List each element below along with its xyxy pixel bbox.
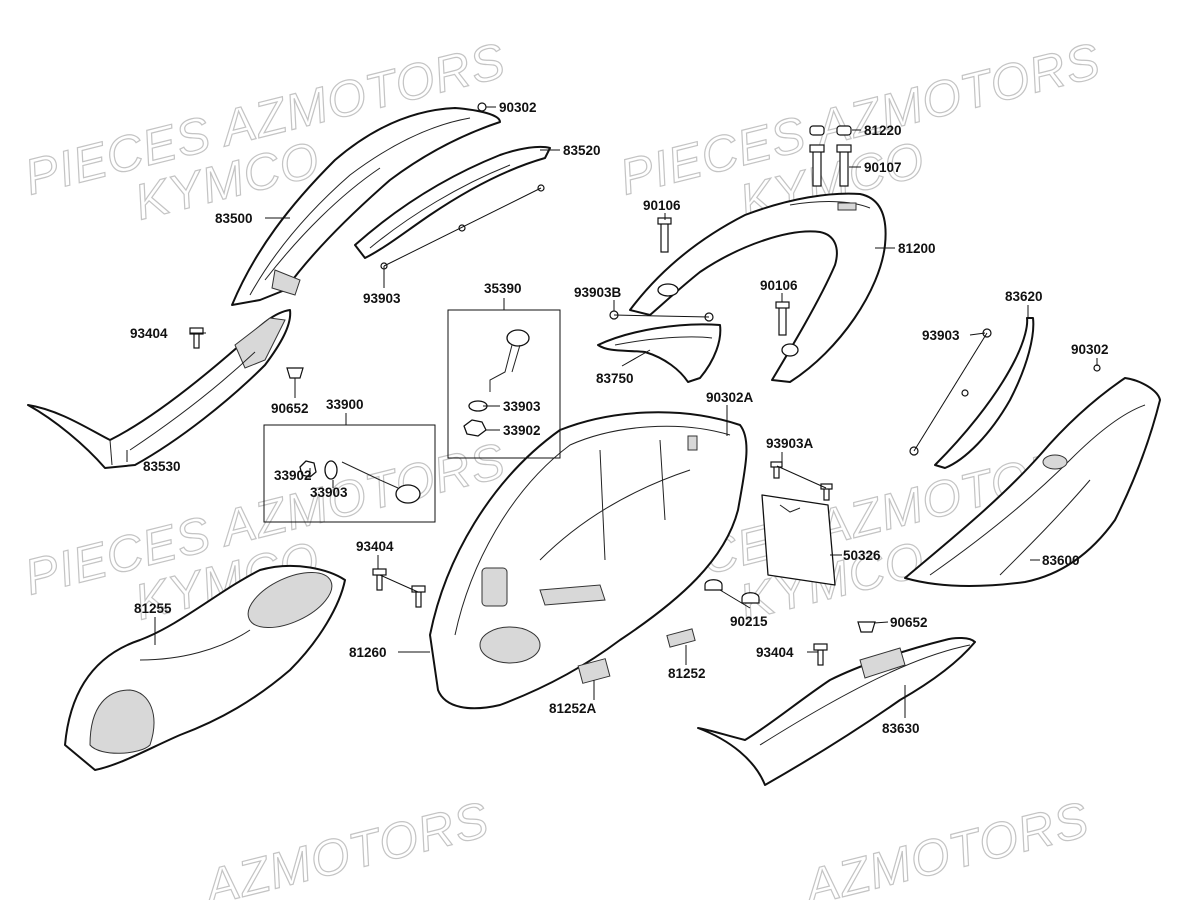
- label-35390: 35390: [484, 281, 522, 296]
- label-81200: 81200: [898, 241, 936, 256]
- label-33900: 33900: [326, 397, 364, 412]
- label-83530: 83530: [143, 459, 181, 474]
- leader-lines: [126, 106, 1098, 718]
- label-90302A: 90302A: [706, 390, 754, 405]
- part-83520-inner-strip: [354, 145, 551, 259]
- label-93903B: 93903B: [574, 285, 622, 300]
- label-90302: 90302: [1071, 342, 1109, 357]
- label-81252: 81252: [668, 666, 706, 681]
- label-83630: 83630: [882, 721, 920, 736]
- part-50326-panel: [761, 494, 836, 586]
- part-83620-side-strip: [934, 317, 1035, 469]
- part-83600-right-cover: [904, 377, 1161, 588]
- label-33902: 33902: [274, 468, 312, 483]
- label-33903: 33903: [503, 399, 541, 414]
- label-93903: 93903: [922, 328, 960, 343]
- part-83530-left-step-cover: [27, 309, 292, 469]
- label-93404: 93404: [756, 645, 794, 660]
- part-83500-rear-cover: [231, 107, 501, 306]
- label-93903A: 93903A: [766, 436, 814, 451]
- box-35390-assembly: [447, 298, 561, 459]
- label-83750: 83750: [596, 371, 634, 386]
- label-90302: 90302: [499, 100, 537, 115]
- label-33902: 33902: [503, 423, 541, 438]
- part-83750-bracket: [597, 323, 722, 383]
- label-90652: 90652: [890, 615, 928, 630]
- part-81200-rear-carrier: [629, 192, 887, 383]
- label-90106: 90106: [643, 198, 681, 213]
- part-81255-mudguard: [64, 564, 346, 771]
- label-83600: 83600: [1042, 553, 1080, 568]
- label-81260: 81260: [349, 645, 387, 660]
- label-81255: 81255: [134, 601, 172, 616]
- label-90106: 90106: [760, 278, 798, 293]
- label-93903: 93903: [363, 291, 401, 306]
- watermark-text: AZMOTORS: [196, 791, 494, 900]
- label-93404: 93404: [356, 539, 394, 554]
- box-33900-assembly: [263, 413, 436, 523]
- label-81252A: 81252A: [549, 701, 597, 716]
- label-81220: 81220: [864, 123, 902, 138]
- watermark-text: AZMOTORS: [796, 791, 1094, 900]
- label-90652: 90652: [271, 401, 309, 416]
- label-83500: 83500: [215, 211, 253, 226]
- part-83630-lower-right-cover: [697, 636, 976, 786]
- part-labels: 90302 83520 83500 93903 81220 90107 9010…: [130, 100, 1109, 736]
- label-50326: 50326: [843, 548, 881, 563]
- label-83520: 83520: [563, 143, 601, 158]
- label-90215: 90215: [730, 614, 768, 629]
- part-81260-storage-box: [429, 411, 748, 710]
- label-33903: 33903: [310, 485, 348, 500]
- label-90107: 90107: [864, 160, 902, 175]
- label-83620: 83620: [1005, 289, 1043, 304]
- label-93404: 93404: [130, 326, 168, 341]
